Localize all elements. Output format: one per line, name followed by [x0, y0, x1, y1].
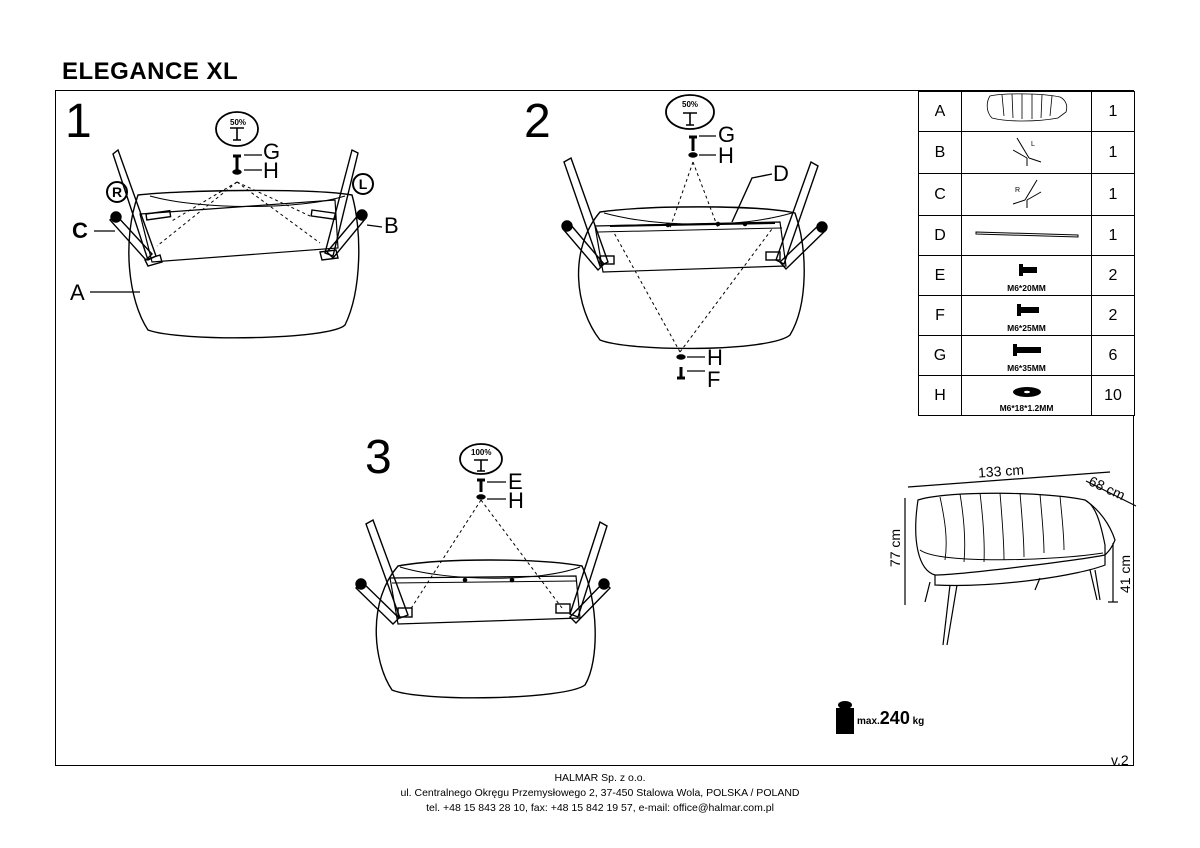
instruction-frame [55, 90, 1134, 766]
weight-icon [836, 701, 854, 734]
step1-label-a: A [70, 280, 85, 305]
part-qty: 1 [1091, 173, 1135, 216]
max-load-prefix: max. [857, 716, 880, 727]
part-letter: D [918, 215, 962, 256]
washer-icon: M6*18*1.2MM [961, 375, 1092, 416]
step-number-3: 3 [365, 431, 392, 484]
bolt-icon: M6*25MM [961, 295, 1092, 336]
part-letter: G [918, 335, 962, 376]
table-row: F M6*25MM 2 [918, 295, 1135, 336]
table-row: A 1 [918, 91, 1135, 132]
table-row: E M6*20MM 2 [918, 255, 1135, 296]
part-letter: C [918, 173, 962, 216]
part-qty: 1 [1091, 215, 1135, 256]
dimension-sofa-drawing [904, 471, 1137, 646]
step-number-2: 2 [524, 95, 551, 148]
max-load: max.240 kg [857, 708, 924, 729]
step2-label-h-bottom: H [707, 345, 723, 370]
step2-label-f: F [707, 367, 721, 392]
part-qty: 1 [1091, 131, 1135, 174]
leg-c-side-label: R [1015, 187, 1020, 194]
step1-left-marker: L [352, 173, 374, 195]
bolt-icon: M6*35MM [961, 335, 1092, 376]
leg-b-side-label: L [1031, 141, 1035, 148]
max-load-unit: kg [912, 716, 925, 727]
dimension-width: 133 cm [977, 461, 1025, 481]
dimension-seat-height: 41 cm [1117, 554, 1134, 594]
bolt-icon: M6*20MM [961, 255, 1092, 296]
step2-label-h-top: H [718, 143, 734, 168]
table-row: G M6*35MM 6 [918, 335, 1135, 376]
part-letter: A [918, 91, 962, 132]
part-spec: M6*20MM [1007, 283, 1046, 293]
footer-address: ul. Centralnego Okręgu Przemysłowego 2, … [400, 787, 800, 799]
sofa-seat-icon [961, 91, 1092, 132]
table-row: B L 1 [918, 131, 1135, 174]
step3-label-h: H [508, 488, 524, 513]
part-letter: F [918, 295, 962, 336]
step2-label-d: D [773, 161, 789, 186]
step2-label-g: G [718, 122, 736, 147]
part-qty: 2 [1091, 255, 1135, 296]
step3-label-e: E [508, 469, 523, 494]
table-row: C R 1 [918, 173, 1135, 216]
step1-label-b: B [384, 213, 399, 238]
step-number-1: 1 [65, 95, 92, 148]
part-letter: E [918, 255, 962, 296]
part-letter: H [918, 375, 962, 416]
leg-left-icon: L [961, 131, 1092, 174]
part-qty: 6 [1091, 335, 1135, 376]
step1-drawing [90, 111, 383, 339]
footer-company: HALMAR Sp. z o.o. [554, 772, 646, 784]
step3-torque-percent: 100% [471, 448, 492, 457]
max-load-value: 240 [879, 708, 910, 728]
dimension-height: 77 cm [887, 528, 904, 568]
footer: HALMAR Sp. z o.o. ul. Centralnego Okręgu… [0, 771, 1200, 816]
part-spec: M6*35MM [1007, 363, 1046, 373]
step1-label-g: G [263, 139, 281, 164]
part-spec: M6*18*1.2MM [999, 403, 1054, 413]
product-title: ELEGANCE XL [62, 58, 239, 85]
part-qty: 10 [1091, 375, 1135, 416]
part-spec: M6*25MM [1007, 323, 1046, 333]
parts-table: A 1 B L 1 C R 1 [918, 91, 1135, 416]
footer-contact: tel. +48 15 843 28 10, fax: +48 15 842 1… [426, 802, 774, 814]
step1-label-c: C [72, 218, 88, 243]
part-qty: 1 [1091, 91, 1135, 132]
step1-right-marker: R [106, 181, 128, 203]
leg-right-icon: R [961, 173, 1092, 216]
table-row: D 1 [918, 215, 1135, 256]
step1-label-h: H [263, 158, 279, 183]
rail-icon [961, 215, 1092, 256]
step3-drawing [355, 443, 611, 699]
step2-torque-percent: 50% [682, 100, 699, 109]
table-row: H M6*18*1.2MM 10 [918, 375, 1135, 416]
part-letter: B [918, 131, 962, 174]
step2-drawing [561, 94, 828, 380]
step1-torque-percent: 50% [230, 118, 247, 127]
part-qty: 2 [1091, 295, 1135, 336]
version-label: v.2 [1111, 752, 1129, 768]
